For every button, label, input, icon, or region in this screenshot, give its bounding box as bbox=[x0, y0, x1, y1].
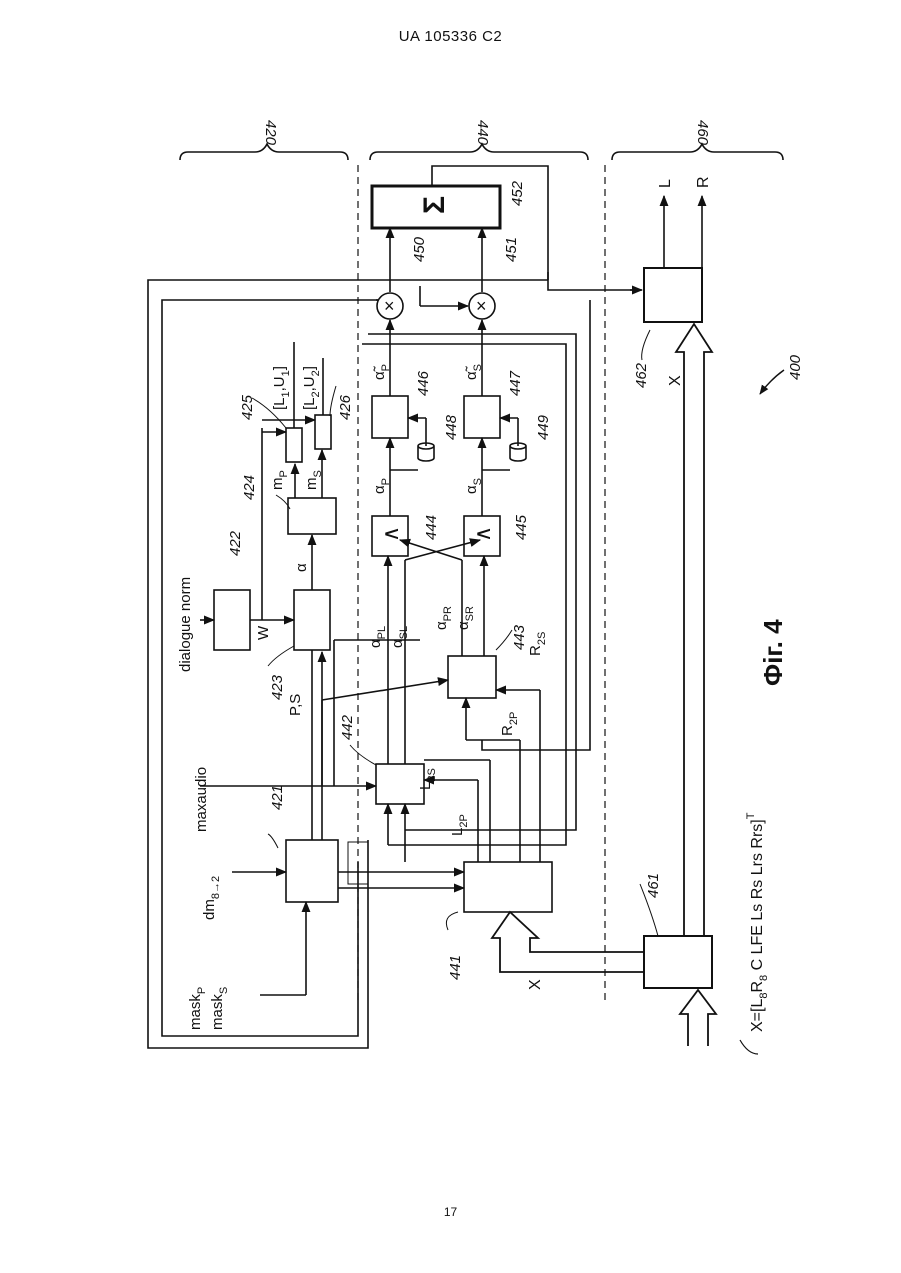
input-mask-s: maskS bbox=[209, 987, 230, 1030]
input-maxaudio: maxaudio bbox=[193, 767, 210, 832]
signal-x-441: X bbox=[527, 979, 544, 990]
signal-alpha-sl: αSL bbox=[389, 626, 410, 648]
ref-445: 445 bbox=[513, 514, 530, 540]
block-443 bbox=[448, 656, 496, 698]
block-424 bbox=[288, 498, 336, 534]
max-icon-444: ∧ bbox=[378, 526, 403, 542]
section-label-460: 460 bbox=[694, 120, 711, 146]
block-423 bbox=[294, 590, 330, 650]
signal-x-462: X bbox=[667, 375, 684, 386]
block-446 bbox=[372, 396, 408, 438]
signal-alpha: α bbox=[293, 563, 310, 572]
ref-452: 452 bbox=[509, 180, 526, 206]
section-label-440: 440 bbox=[474, 120, 491, 146]
ref-422: 422 bbox=[227, 530, 244, 556]
ref-421: 421 bbox=[269, 785, 286, 810]
signal-l1u1: [L1,U1] bbox=[271, 366, 292, 410]
ref-451: 451 bbox=[503, 237, 520, 262]
signal-alpha-p: αP bbox=[371, 478, 392, 494]
page-number: 17 bbox=[0, 1205, 901, 1219]
sum-icon: Σ bbox=[418, 196, 451, 214]
brace-440 bbox=[370, 144, 588, 160]
block-426 bbox=[315, 415, 331, 449]
ref-424: 424 bbox=[241, 475, 258, 500]
max-icon-445: ∧ bbox=[470, 526, 495, 542]
ref-443: 443 bbox=[511, 624, 528, 650]
signal-ms: mS bbox=[303, 470, 324, 490]
ref-423: 423 bbox=[269, 674, 286, 700]
brace-460 bbox=[612, 144, 783, 160]
input-x-vector: X=[L8R8 C LFE Ls Rs Lrs Rrs]T bbox=[745, 812, 770, 1032]
ref-400: 400 bbox=[787, 354, 804, 380]
block-441 bbox=[464, 862, 552, 912]
ref-442: 442 bbox=[339, 714, 356, 740]
ref-426: 426 bbox=[337, 394, 354, 420]
block-462 bbox=[644, 268, 702, 322]
ref-449: 449 bbox=[535, 414, 552, 440]
block-425 bbox=[286, 428, 302, 462]
signal-alpha-sr: αSR bbox=[455, 606, 476, 630]
brace-420 bbox=[180, 144, 348, 160]
output-l: L bbox=[657, 179, 674, 188]
output-r: R bbox=[695, 176, 712, 188]
input-mask-p: maskP bbox=[187, 987, 208, 1030]
signal-r2p: R2P bbox=[499, 712, 520, 736]
multiply-icon-451: × bbox=[476, 296, 487, 316]
ref-450: 450 bbox=[411, 236, 428, 262]
block-422 bbox=[214, 590, 250, 650]
signal-l2u2: [L2,U2] bbox=[301, 366, 322, 410]
signal-ps: P,S bbox=[287, 694, 304, 716]
figure-caption: Фіг. 4 bbox=[758, 619, 788, 686]
input-dm: dm8→2 bbox=[201, 876, 222, 920]
signal-mp: mP bbox=[269, 470, 290, 490]
ref-462: 462 bbox=[633, 362, 650, 388]
signal-l2p: L2P bbox=[449, 814, 470, 836]
ref-446: 446 bbox=[415, 370, 432, 396]
signal-r2s: R2S bbox=[527, 632, 548, 656]
signal-alpha-s: αS bbox=[463, 478, 484, 494]
ref-448: 448 bbox=[443, 414, 460, 440]
ref-425: 425 bbox=[239, 394, 256, 420]
signal-alpha-pl: αPL bbox=[367, 626, 388, 648]
signal-alpha-pr: αPR bbox=[433, 606, 454, 630]
ref-441: 441 bbox=[447, 955, 464, 980]
ref-447: 447 bbox=[507, 370, 524, 396]
block-461 bbox=[644, 936, 712, 988]
signal-alpha-tilde-p: α̃P bbox=[371, 364, 392, 380]
block-447 bbox=[464, 396, 500, 438]
section-label-420: 420 bbox=[262, 120, 279, 146]
signal-w: W bbox=[255, 625, 272, 640]
input-dialogue-norm: dialogue norm bbox=[177, 577, 194, 672]
ref-461: 461 bbox=[645, 873, 662, 898]
multiply-icon-450: × bbox=[384, 296, 395, 316]
signal-l2s: L2S bbox=[417, 768, 438, 790]
block-421 bbox=[286, 840, 338, 902]
signal-alpha-tilde-s: α̃S bbox=[463, 364, 484, 380]
ref-444: 444 bbox=[423, 515, 440, 540]
